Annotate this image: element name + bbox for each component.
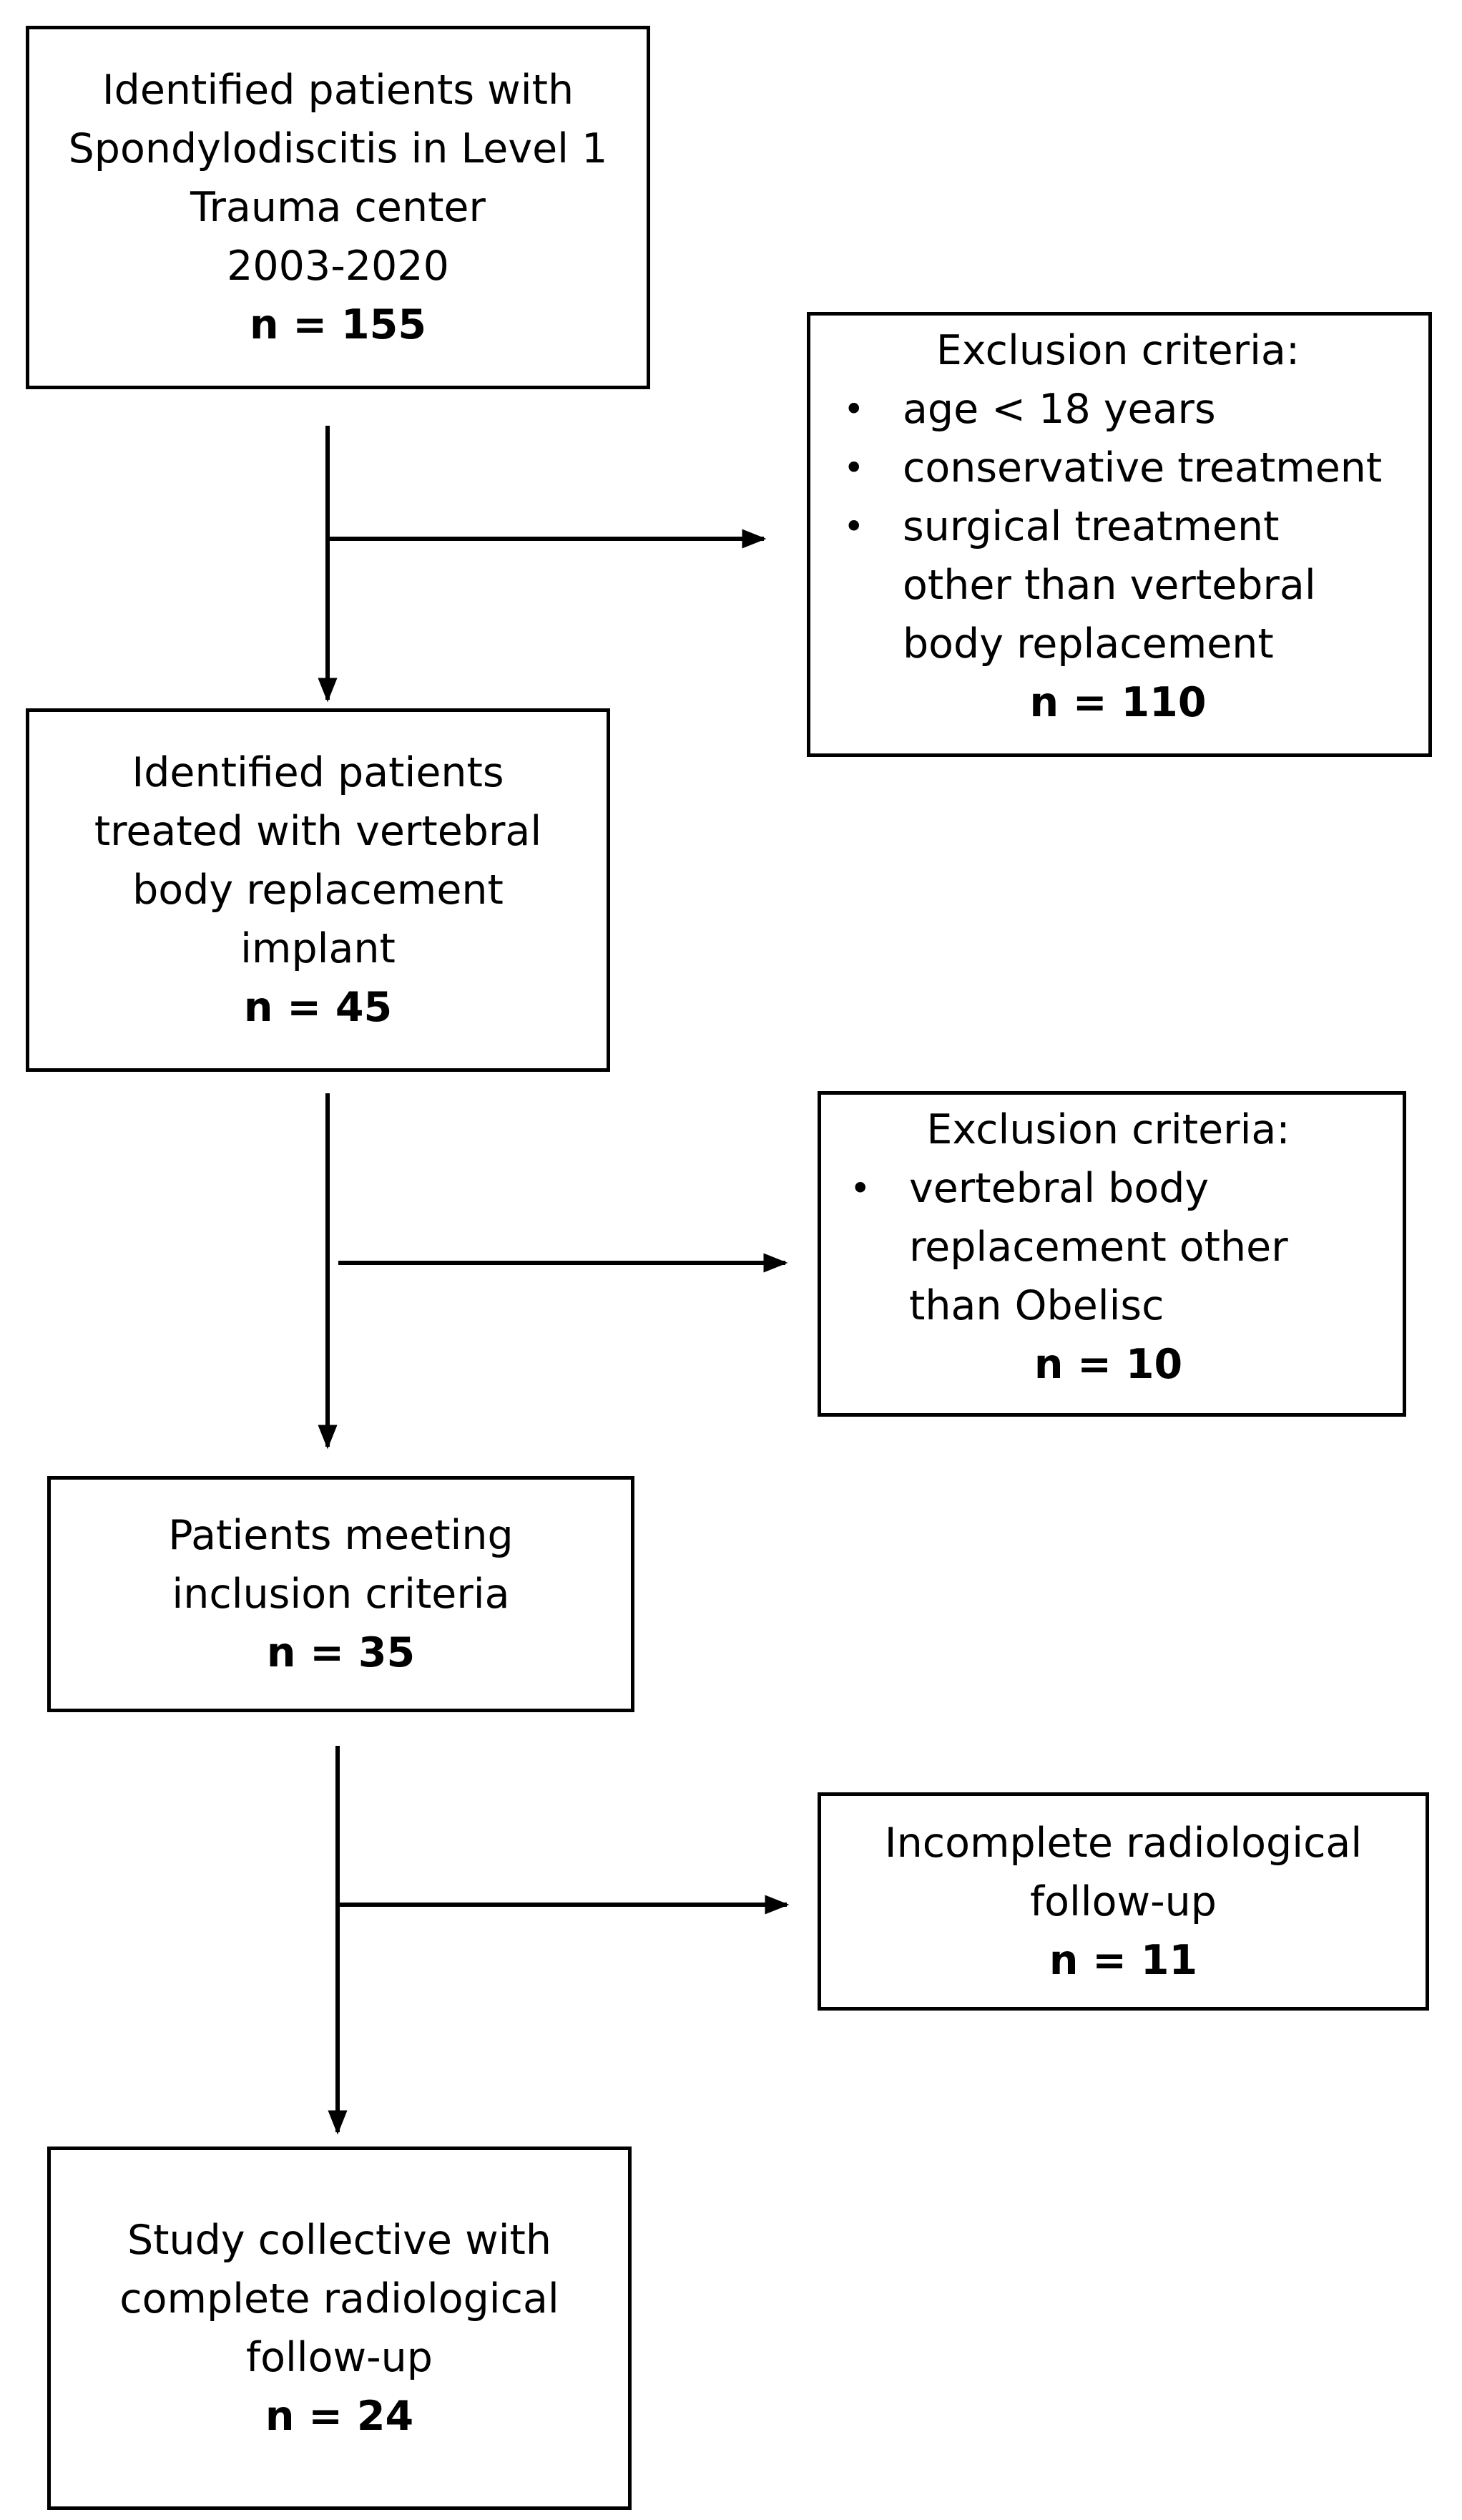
- exclusion1-item-age: age < 18 years: [836, 380, 1400, 439]
- identified-patients-box: Identified patients with Spondylodisciti…: [26, 26, 650, 389]
- exclusion-criteria-box-1: Exclusion criteria: age < 18 years conse…: [807, 312, 1432, 757]
- exclusion2-heading: Exclusion criteria:: [926, 1106, 1290, 1153]
- vbr-line-3: body replacement: [132, 866, 504, 914]
- incomplete-line-2: follow-up: [1030, 1877, 1217, 1925]
- inclusion-criteria-box: Patients meeting inclusion criteria n = …: [47, 1476, 634, 1712]
- study-line-2: complete radiological: [119, 2275, 559, 2323]
- inclusion-count: n = 35: [266, 1629, 416, 1676]
- vbr-line-2: treated with vertebral: [94, 808, 542, 855]
- exclusion1-item-conservative: conservative treatment: [836, 439, 1400, 497]
- inclusion-line-1: Patients meeting: [168, 1512, 514, 1559]
- identified-line-2: Spondylodiscitis in Level 1: [68, 125, 608, 172]
- identified-line-1: Identified patients with: [102, 67, 574, 114]
- exclusion1-heading: Exclusion criteria:: [936, 327, 1300, 374]
- exclusion2-item-vertebral: vertebral body: [843, 1159, 1374, 1218]
- exclusion1-count: n = 110: [1029, 679, 1207, 726]
- vbr-patients-box: Identified patients treated with vertebr…: [26, 708, 610, 1072]
- exclusion2-count: n = 10: [1034, 1341, 1183, 1388]
- study-line-3: follow-up: [246, 2334, 433, 2381]
- inclusion-line-2: inclusion criteria: [172, 1571, 510, 1618]
- incomplete-count: n = 11: [1049, 1936, 1198, 1984]
- study-line-1: Study collective with: [127, 2217, 552, 2264]
- vbr-count: n = 45: [243, 984, 393, 1031]
- study-collective-box: Study collective with complete radiologi…: [47, 2147, 632, 2510]
- identified-count: n = 155: [249, 301, 426, 348]
- exclusion1-item-surgical: surgical treatment: [836, 497, 1400, 556]
- vbr-line-4: implant: [240, 925, 396, 972]
- exclusion1-item-surgical-cont-2: body replacement: [903, 620, 1274, 668]
- study-count: n = 24: [265, 2393, 414, 2440]
- incomplete-followup-box: Incomplete radiological follow-up n = 11: [818, 1792, 1429, 2011]
- exclusion1-item-surgical-cont-1: other than vertebral: [903, 562, 1316, 609]
- exclusion2-list: vertebral body: [843, 1159, 1374, 1218]
- identified-line-4: 2003-2020: [227, 243, 449, 290]
- exclusion2-item-cont-1: replacement other: [909, 1224, 1288, 1271]
- exclusion1-list: age < 18 years conservative treatment su…: [836, 380, 1400, 556]
- exclusion-criteria-box-2: Exclusion criteria: vertebral body repla…: [818, 1091, 1406, 1417]
- exclusion2-item-cont-2: than Obelisc: [909, 1282, 1164, 1329]
- identified-line-3: Trauma center: [190, 184, 486, 231]
- vbr-line-1: Identified patients: [132, 749, 504, 796]
- incomplete-line-1: Incomplete radiological: [884, 1819, 1363, 1867]
